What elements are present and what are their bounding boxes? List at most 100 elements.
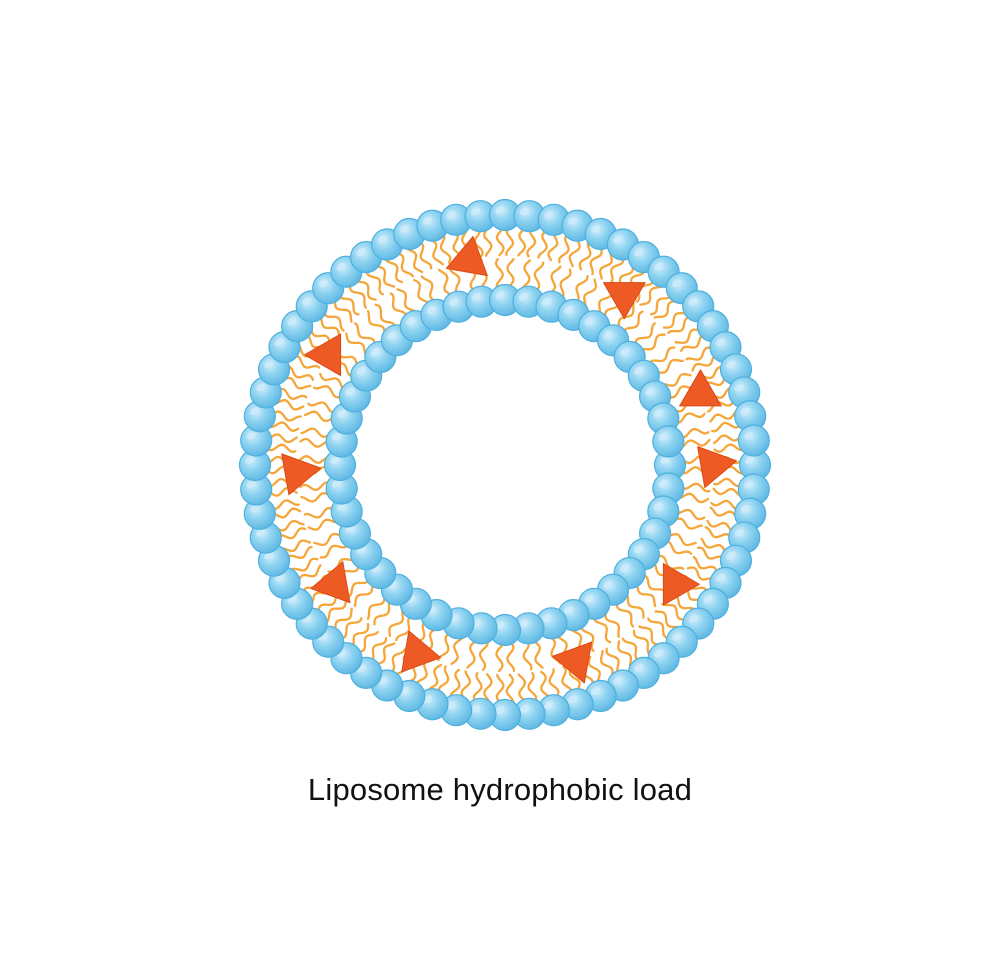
lipid-tail (626, 593, 645, 619)
lipid-tail (366, 595, 386, 621)
lipid-tail (389, 648, 406, 674)
lipid-tail (353, 583, 374, 608)
lipid-tail (587, 655, 601, 684)
lipid-tail (358, 630, 379, 653)
lipid-tail (345, 332, 367, 355)
lipid-tail (448, 265, 461, 295)
lipid-tail (589, 247, 603, 276)
lipid-tail (278, 527, 307, 540)
lipid-tail (297, 455, 328, 464)
lipid-tail (483, 673, 493, 703)
lipid-tail (673, 517, 704, 530)
lipid-tail (275, 399, 305, 411)
lipid-tail (665, 540, 693, 555)
drug-molecule (679, 369, 722, 407)
lipid-tail (604, 611, 621, 638)
outer-lipid-head (734, 400, 767, 433)
lipid-tail (286, 545, 313, 560)
lipid-tail (522, 640, 533, 671)
lipid-tail (299, 437, 330, 448)
lipid-tail (710, 499, 739, 511)
lipid-tail (638, 625, 661, 646)
lipid-tail (506, 642, 516, 672)
lipid-tail (634, 322, 656, 345)
lipid-tail (282, 539, 311, 553)
lipid-tail (549, 265, 562, 294)
lipid-tail (680, 427, 710, 439)
lipid-tail (548, 668, 560, 697)
drug-molecule (662, 563, 700, 606)
lipid-tail (319, 544, 348, 559)
lipid-tail (494, 257, 504, 288)
lipid-tail (319, 372, 345, 391)
lipid-tail (267, 443, 297, 454)
lipid-tail (709, 506, 737, 518)
lipid-tail (419, 242, 433, 270)
lipid-tail (521, 259, 531, 289)
drug-molecule (281, 453, 322, 496)
lipid-tail (680, 482, 711, 493)
lipid-tail (307, 401, 336, 414)
lipid-tail (385, 259, 404, 284)
lipid-tail (617, 640, 633, 667)
lipid-tail (505, 673, 515, 703)
lipid-tail (617, 302, 635, 329)
lipid-tail (661, 602, 686, 621)
lipid-tail (388, 609, 404, 637)
lipid-tail (291, 557, 319, 572)
lipid-tail (632, 629, 650, 655)
drug-molecule (401, 630, 442, 673)
lipid-tail (420, 275, 437, 302)
lipid-tail (460, 670, 472, 700)
lipid-tail (268, 433, 298, 444)
drug-molecule (697, 446, 738, 489)
lipid-tail (466, 639, 477, 669)
lipid-tail (319, 315, 341, 338)
lipid-tail (288, 365, 315, 381)
lipid-tail (279, 387, 308, 400)
lipid-tail (526, 228, 537, 258)
lipid-tail (273, 410, 302, 422)
lipid-tail (580, 625, 595, 653)
lipid-tail (654, 610, 679, 629)
lipid-tail (333, 299, 353, 323)
lipid-tail (300, 492, 331, 503)
lipid-tail (713, 477, 742, 488)
lipid-tail (375, 265, 396, 288)
inner-lipid-head (652, 425, 685, 458)
lipid-tail (578, 242, 592, 271)
lipid-tail (696, 546, 724, 560)
inner-phospholipid-heads (323, 283, 687, 647)
inner-lipid-head (512, 612, 545, 645)
lipid-tail (450, 637, 464, 666)
lipid-tail (370, 636, 388, 662)
lipid-tail (355, 279, 377, 301)
lipid-tail (495, 642, 505, 673)
lipid-tail (375, 642, 396, 666)
lipid-tail (439, 235, 452, 264)
lipid-tail (561, 665, 573, 694)
outer-lipid-head (240, 424, 273, 457)
drug-molecule (304, 333, 342, 377)
lipid-tail (532, 639, 544, 669)
drug-molecule (310, 561, 351, 604)
lipid-tail (667, 532, 697, 547)
lipid-tail (706, 519, 734, 533)
outer-lipid-head (440, 694, 473, 727)
lipid-tail (712, 487, 741, 497)
drug-molecule (603, 282, 646, 320)
lipid-tail (692, 555, 718, 573)
lipid-tail (406, 248, 424, 274)
lipid-tail (303, 410, 334, 423)
lipid-tail (323, 311, 345, 332)
lipid-tail (313, 532, 343, 547)
lipid-tail (653, 300, 678, 319)
lipid-tail (326, 600, 347, 623)
lipid-tail (599, 252, 613, 280)
lipid-tail (303, 506, 334, 519)
lipid-tail (374, 303, 396, 326)
lipid-tail (334, 607, 353, 631)
lipid-tail (681, 438, 711, 448)
lipid-tail (449, 668, 461, 697)
